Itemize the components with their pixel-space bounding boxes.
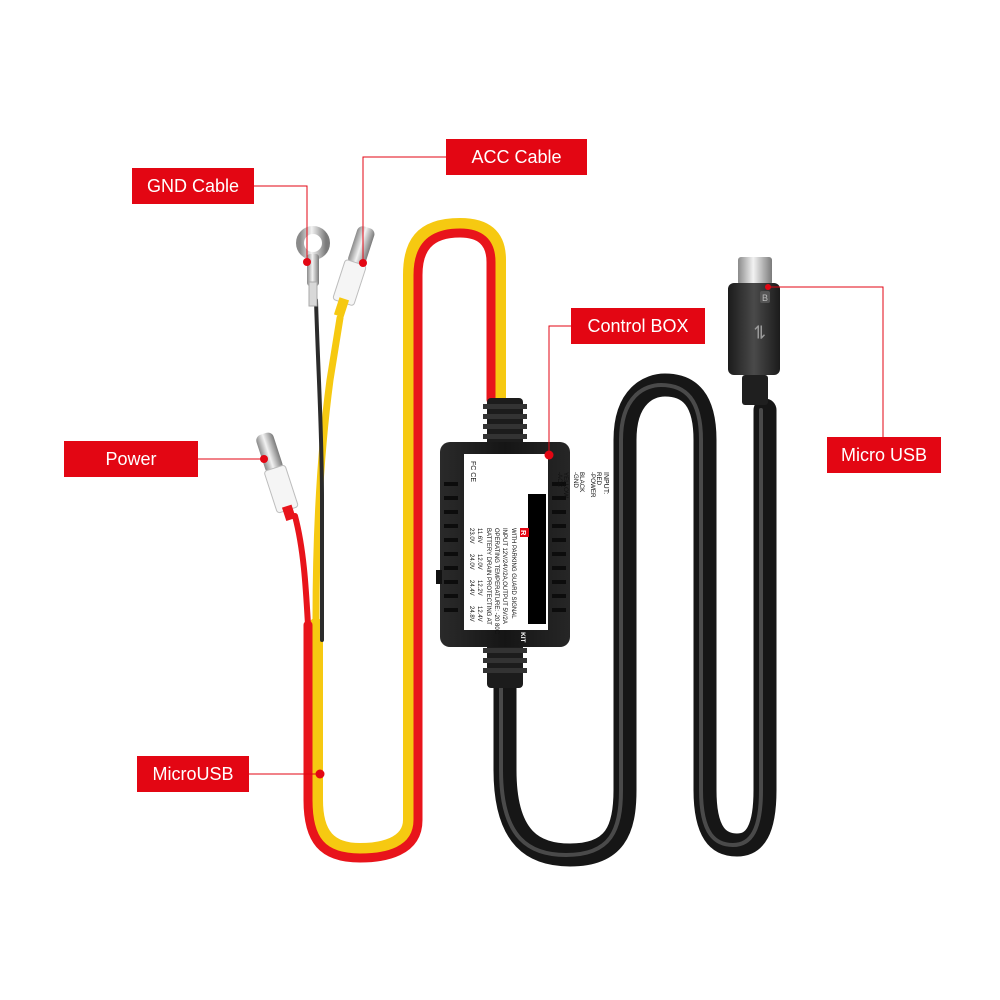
box-black: BLACK: [578, 472, 585, 493]
acc-bullet-terminal: [332, 226, 375, 318]
brand-logo: [520, 528, 529, 537]
dot-micro-usb: [765, 284, 771, 290]
box-fins-right: [552, 482, 566, 612]
box-volt-row1-1: 12.0V: [476, 554, 482, 570]
callout-dots: [260, 258, 771, 779]
box-title: UCCESS-POWER HARDWARE KIT: [519, 538, 526, 642]
micro-usb-plug: B ⇌: [728, 257, 780, 405]
box-red: RED: [595, 472, 602, 486]
box-volt-row2-1: 24.0V: [468, 554, 474, 570]
dot-acc: [359, 259, 367, 267]
box-strain-relief-bottom: [483, 640, 527, 688]
dot-microusb: [315, 769, 325, 779]
callout-leaders: [198, 156, 884, 775]
leader-gnd: [254, 185, 308, 262]
micro-usb-cable: [493, 373, 777, 867]
box-volt-row1-3: 12.4V: [476, 606, 482, 622]
control-box: INPUT: RED -POWER BLACK -GND YELLOW -ACC…: [436, 442, 609, 647]
box-subtitle: WITH PARKING GUARD SIGNAL: [510, 528, 516, 619]
box-power: -POWER: [589, 472, 596, 498]
svg-text:B: B: [762, 293, 768, 303]
callout-microusb: MicroUSB: [137, 756, 249, 792]
callout-control-box: Control BOX: [571, 308, 705, 344]
box-volt-row1-2: 12.2V: [476, 580, 482, 596]
dot-gnd: [303, 258, 311, 266]
callout-micro-usb: Micro USB: [827, 437, 941, 473]
box-spec-line1: INPUT 12V/24V/2A,OUTPUT 5V/2A: [501, 528, 507, 624]
box-spec-line2: OPERATING TEMPERATURE: -20 80C: [493, 528, 499, 635]
gnd-ring-terminal: [296, 226, 330, 307]
callout-acc-cable: ACC Cable: [446, 139, 587, 175]
svg-text:⇌: ⇌: [750, 324, 770, 339]
box-volt-row2-2: 24.4V: [468, 580, 474, 596]
box-yellow: YELLOW: [562, 472, 569, 498]
dot-power: [260, 455, 268, 463]
leader-acc: [362, 156, 446, 263]
box-acc: -ACC: [556, 472, 563, 488]
box-volt-row2-0: 23.0V: [468, 528, 474, 544]
box-fins-left: [444, 482, 458, 612]
box-input-header: INPUT:: [602, 472, 609, 494]
dot-control-box: [544, 450, 554, 460]
box-volt-row2-3: 24.8V: [468, 606, 474, 622]
power-acc-twin-wire: [292, 218, 506, 863]
callout-power: Power: [64, 441, 198, 477]
brand-mark: R: [519, 530, 528, 536]
power-bullet-terminal: [256, 432, 299, 522]
control-box-label: INPUT: RED -POWER BLACK -GND YELLOW -ACC…: [464, 454, 609, 642]
box-strain-relief-top: [483, 398, 527, 448]
leader-control-box: [548, 325, 571, 454]
box-volt-row1-0: 11.6V: [476, 528, 482, 543]
box-cert-marks: FC CE: [469, 461, 476, 482]
box-spec-line3: BATTERY DRAIN PROTECTING AT: [485, 528, 491, 625]
callout-gnd-cable: GND Cable: [132, 168, 254, 204]
leader-micro-usb: [768, 286, 884, 437]
box-gnd: -GND: [572, 472, 579, 488]
